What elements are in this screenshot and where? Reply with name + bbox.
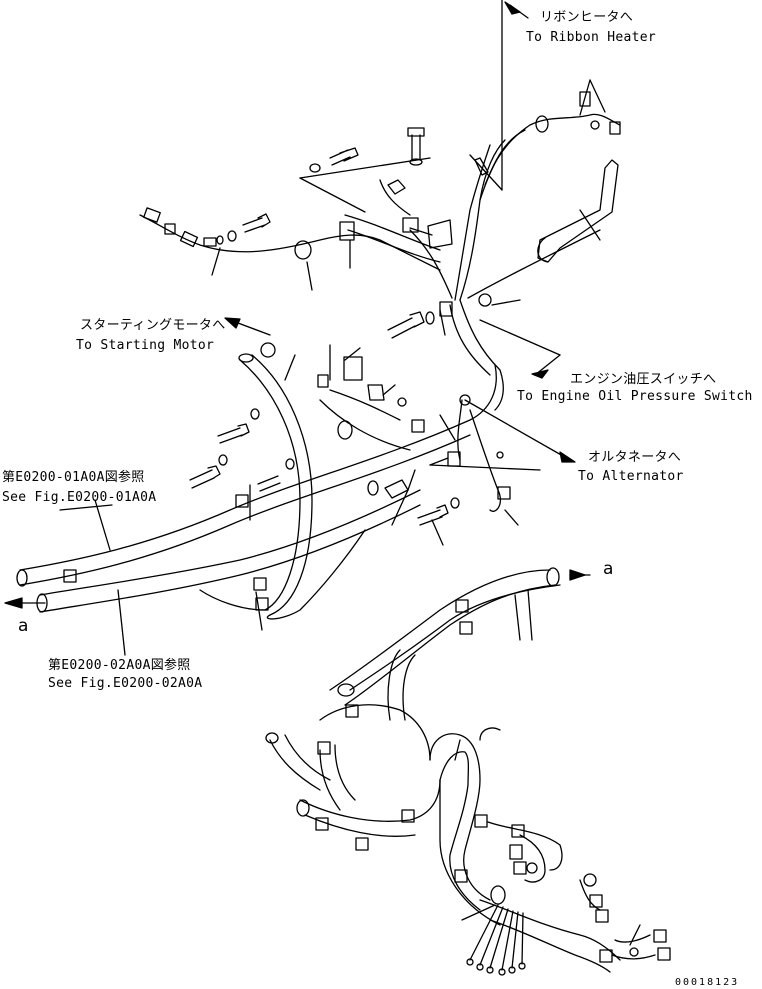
callout-fig1-en: See Fig.E0200-01A0A	[2, 490, 157, 505]
clamps-lower	[315, 599, 613, 963]
callout-ribbon-heater-jp: リボンヒータへ	[540, 10, 634, 25]
leader-lines	[59, 0, 641, 946]
callout-oil-pressure-en: To Engine Oil Pressure Switch	[517, 389, 753, 404]
upper-harness	[16, 91, 621, 620]
callout-fig2-en: See Fig.E0200-02A0A	[48, 676, 203, 691]
diagram-id: 00018123	[675, 977, 740, 988]
clamps-upper	[63, 217, 511, 611]
callout-alternator-en: To Alternator	[578, 469, 684, 484]
arrowheads	[4, 1, 591, 609]
bolts	[189, 127, 460, 526]
connectors-lower	[466, 814, 671, 976]
callout-ribbon-heater-en: To Ribbon Heater	[526, 30, 657, 45]
ref-a-right: a	[603, 559, 614, 579]
callout-fig1-jp: 第E0200-01A0A図参照	[2, 470, 145, 485]
callout-alternator-jp: オルタネータへ	[588, 450, 682, 465]
callout-starting-motor-en: To Starting Motor	[76, 338, 215, 353]
callout-oil-pressure-jp: エンジン油圧スイッチへ	[570, 372, 717, 387]
callout-fig2-jp: 第E0200-02A0A図参照	[48, 658, 191, 673]
lower-harness	[265, 567, 671, 976]
ref-a-left: a	[18, 616, 29, 636]
callout-starting-motor-jp: スターティングモータへ	[80, 318, 226, 333]
